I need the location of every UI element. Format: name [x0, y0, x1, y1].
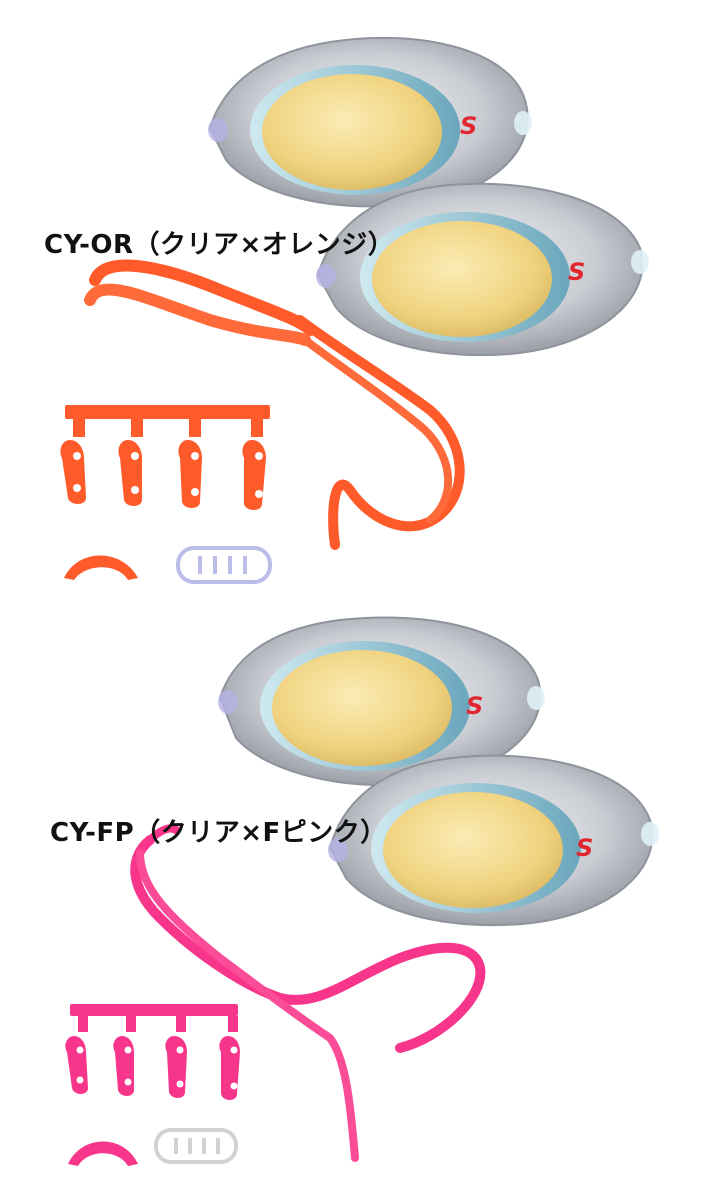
lens-top: S — [218, 616, 545, 786]
lens-top: S — [208, 36, 532, 208]
lens-bottom: S — [316, 182, 649, 357]
nose-bridge-set-or — [60, 405, 270, 580]
logo-s: S — [466, 692, 483, 720]
logo-s: S — [460, 112, 477, 140]
strap-buckle-or — [176, 546, 272, 584]
strap-buckle-fp — [154, 1128, 238, 1164]
strap-or — [84, 259, 465, 550]
product-panel-cy-or: S S — [44, 36, 649, 584]
variant-label: CY-FP（クリア×Fピンク） — [50, 818, 387, 848]
product-panel-cy-fp: S S — [0, 598, 728, 1196]
nose-bridge-set-fp — [65, 1004, 240, 1166]
variant-label: CY-OR（クリア×オレンジ） — [44, 230, 395, 260]
logo-s: S — [576, 834, 593, 862]
goggle-parts-illustration-fp: S S — [65, 616, 659, 1166]
strap-fp — [130, 824, 486, 1162]
goggle-parts-illustration-or: S S — [60, 36, 649, 584]
logo-s: S — [568, 258, 585, 286]
lens-bottom: S — [328, 754, 659, 927]
